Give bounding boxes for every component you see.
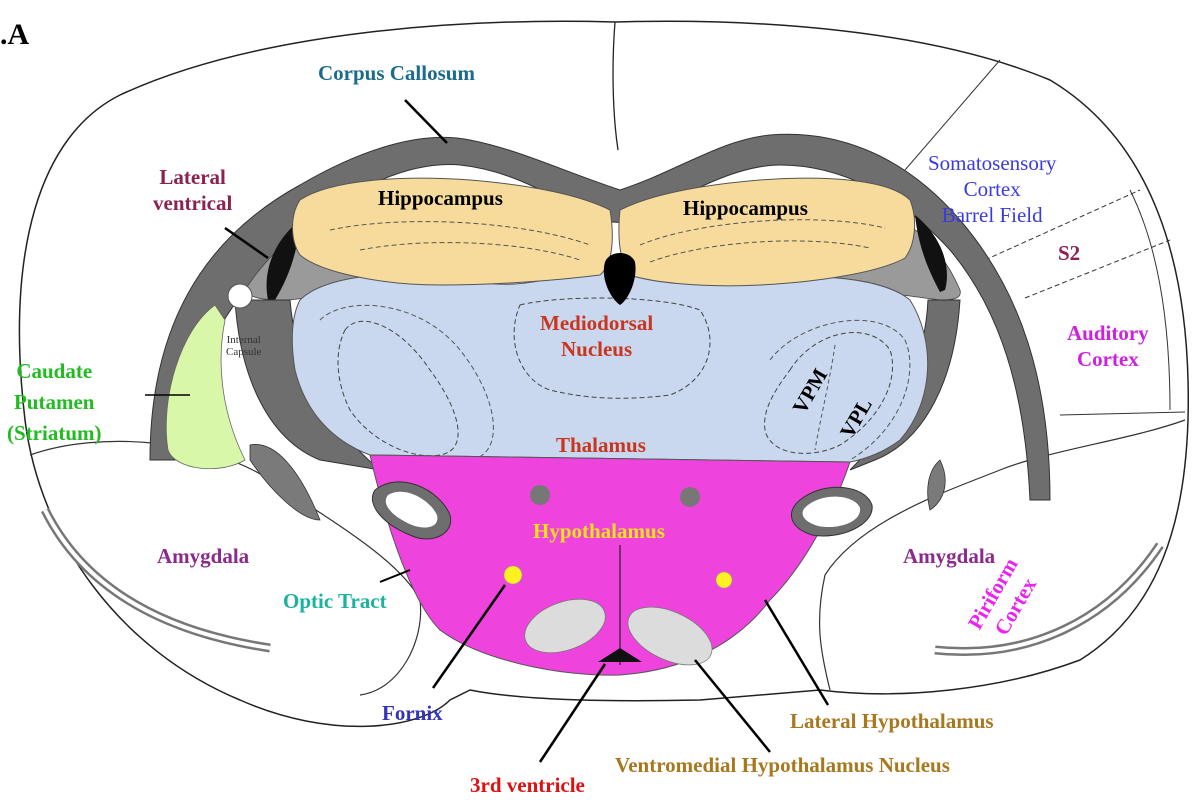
label-caudate-putamen-line1: Caudate xyxy=(7,356,101,387)
label-caudate-putamen: Caudate Putamen (Striatum) xyxy=(7,356,101,449)
label-somatosensory-line1: Somatosensory xyxy=(928,150,1056,176)
label-hippocampus-right: Hippocampus xyxy=(683,195,808,221)
label-amygdala-left: Amygdala xyxy=(157,543,249,569)
label-amygdala-right: Amygdala xyxy=(903,543,995,569)
label-mediodorsal: Mediodorsal Nucleus xyxy=(540,310,653,362)
label-optic-tract: Optic Tract xyxy=(283,588,387,614)
label-internal-capsule-line1: Internal xyxy=(226,334,261,346)
left-thalamic-dot xyxy=(530,485,550,505)
label-auditory-line2: Cortex xyxy=(1067,346,1149,372)
label-internal-capsule: Internal Capsule xyxy=(226,334,261,358)
label-somatosensory-line3: Barrel Field xyxy=(928,202,1056,228)
label-mediodorsal-line1: Mediodorsal xyxy=(540,310,653,336)
panel-label: .A xyxy=(0,22,29,48)
label-lateral-ventrical-line2: ventrical xyxy=(153,190,232,216)
label-fornix: Fornix xyxy=(382,700,443,726)
label-mediodorsal-line2: Nucleus xyxy=(540,336,653,362)
label-auditory: Auditory Cortex xyxy=(1067,320,1149,372)
label-somatosensory: Somatosensory Cortex Barrel Field xyxy=(928,150,1056,228)
label-caudate-putamen-line3: (Striatum) xyxy=(7,418,101,449)
label-third-ventricle: 3rd ventricle xyxy=(470,772,585,798)
label-lateral-hypothalamus: Lateral Hypothalamus xyxy=(790,708,994,734)
label-s2: S2 xyxy=(1058,240,1080,266)
left-small-void xyxy=(228,284,252,308)
label-internal-capsule-line2: Capsule xyxy=(226,346,261,358)
label-lateral-ventrical: Lateral ventrical xyxy=(153,164,232,216)
left-fornix xyxy=(504,566,522,584)
label-auditory-line1: Auditory xyxy=(1067,320,1149,346)
right-thalamic-dot xyxy=(680,487,700,507)
label-ventromedial: Ventromedial Hypothalamus Nucleus xyxy=(615,752,950,778)
label-somatosensory-line2: Cortex xyxy=(928,176,1056,202)
right-fornix xyxy=(716,572,732,588)
label-hippocampus-left: Hippocampus xyxy=(378,185,503,211)
label-caudate-putamen-line2: Putamen xyxy=(7,387,101,418)
label-thalamus: Thalamus xyxy=(556,432,646,458)
label-hypothalamus: Hypothalamus xyxy=(533,518,665,544)
label-corpus-callosum: Corpus Callosum xyxy=(318,60,475,86)
label-lateral-ventrical-line1: Lateral xyxy=(153,164,232,190)
